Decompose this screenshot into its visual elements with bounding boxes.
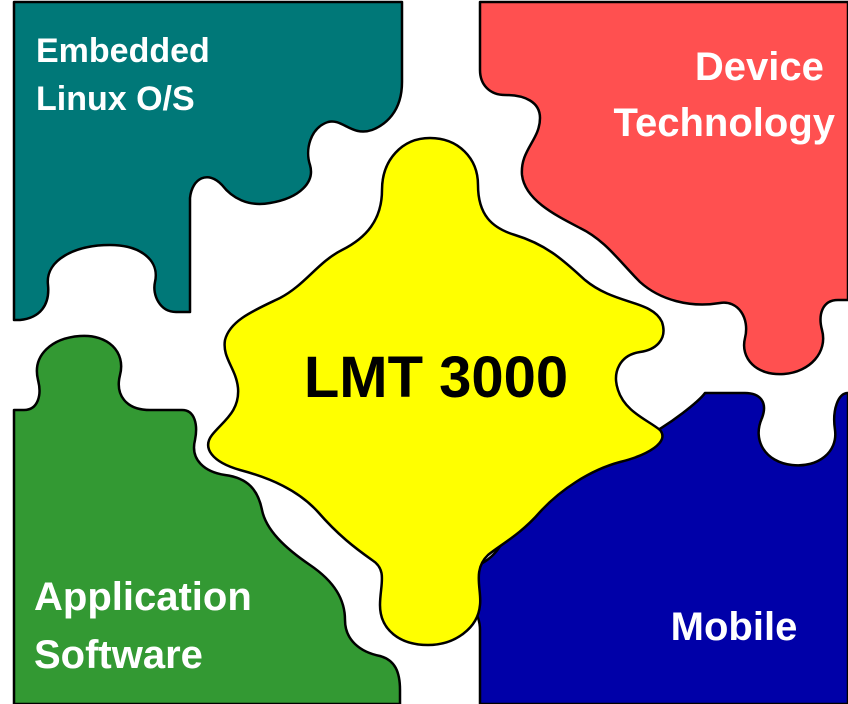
puzzle-piece-device-technology: Device Technology <box>478 0 848 376</box>
puzzle-piece-center: LMT 3000 <box>206 136 665 647</box>
puzzle-piece-embedded-linux-shape <box>12 0 404 322</box>
puzzle-piece-device-technology-shape <box>478 0 848 376</box>
puzzle-piece-center-shape <box>206 136 665 647</box>
label-lmt-3000: LMT 3000 <box>304 345 568 410</box>
puzzle-piece-application-software: Application Software <box>12 334 402 704</box>
label-device-technology: Device Technology <box>614 45 836 145</box>
puzzle-piece-embedded-linux: Embedded Linux O/S <box>12 0 404 322</box>
label-application-software: Application Software <box>34 575 263 677</box>
label-embedded-linux: Embedded Linux O/S <box>36 32 219 118</box>
puzzle-piece-application-software-shape <box>12 334 402 704</box>
label-mobile: Mobile <box>671 605 798 649</box>
